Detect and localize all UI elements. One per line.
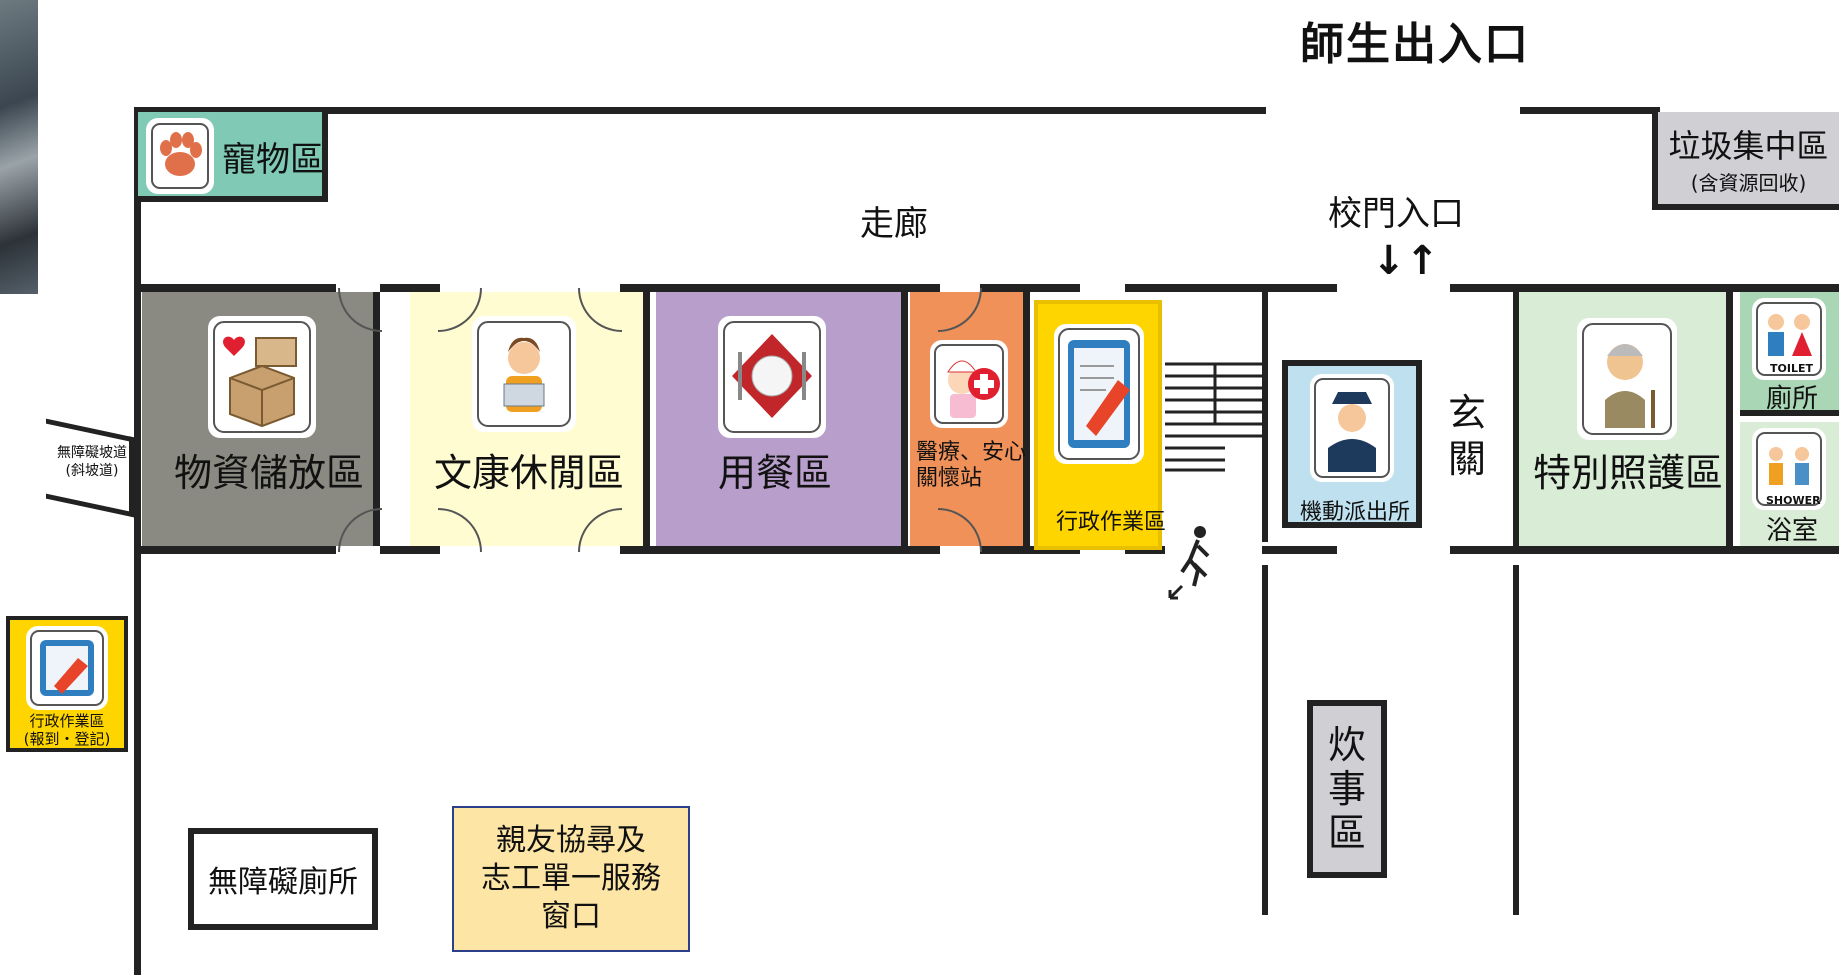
police-station[interactable]: 機動派出所 bbox=[1282, 360, 1422, 528]
leisure-area[interactable]: 文康休閒區 bbox=[410, 292, 650, 546]
entrance-hall-label: 玄 關 bbox=[1448, 391, 1487, 481]
corridor-label: 走廊 bbox=[860, 204, 928, 244]
room-row-bottom-wall-1 bbox=[136, 546, 336, 554]
dining-area[interactable]: 用餐區 bbox=[656, 292, 908, 546]
kitchen-area[interactable]: 炊 事 區 bbox=[1307, 700, 1387, 878]
room-row-top-wall-3 bbox=[620, 284, 940, 292]
room-row-bottom-wall-2 bbox=[380, 546, 440, 554]
nurse-icon bbox=[932, 342, 1006, 426]
special-care-left-wall bbox=[1513, 292, 1519, 546]
storage-area[interactable]: 物資儲放區 bbox=[142, 292, 380, 546]
room-row-bottom-wall-7 bbox=[1450, 546, 1839, 554]
outer-wall-top-left bbox=[136, 107, 1266, 114]
staff-student-entrance-title: 師生出入口 bbox=[1300, 19, 1530, 70]
garbage-area-label: 垃圾集中區 bbox=[1668, 126, 1829, 165]
legend-admin-area: 行政作業區 (報到・登記) bbox=[6, 616, 128, 752]
leisure-area-label: 文康休閒區 bbox=[434, 451, 625, 495]
room-row-bottom-wall-6 bbox=[1262, 546, 1337, 554]
service-window[interactable]: 親友協尋及 志工單一服務 窗口 bbox=[452, 806, 690, 952]
room-row-bottom-wall-3 bbox=[620, 546, 940, 554]
special-care-area[interactable]: 特別照護區 bbox=[1519, 292, 1733, 546]
admin-area-label: 行政作業區 bbox=[1056, 510, 1167, 535]
clipboard-icon bbox=[1056, 326, 1142, 462]
room-row-bottom-wall-5 bbox=[1125, 546, 1165, 554]
medical-station[interactable]: 醫療、安心 關懷站 bbox=[910, 292, 1030, 546]
accessible-toilet-label: 無障礙廁所 bbox=[208, 865, 358, 900]
plate-icon bbox=[720, 318, 824, 436]
car-photo-fragment bbox=[0, 0, 38, 294]
lobby-wall-right-lower bbox=[1513, 565, 1519, 915]
gate-arrows: ↓↑ bbox=[1372, 238, 1440, 284]
school-gate-label: 校門入口 bbox=[1328, 194, 1464, 234]
room-row-top-wall-5 bbox=[1125, 284, 1337, 292]
box-heart-icon bbox=[210, 318, 314, 436]
pet-area[interactable]: 寵物區 bbox=[138, 112, 328, 202]
outer-wall-left bbox=[134, 107, 141, 975]
dining-area-label: 用餐區 bbox=[718, 451, 833, 495]
toilet[interactable]: TOILET 廁所 bbox=[1740, 292, 1839, 416]
accessible-toilet[interactable]: 無障礙廁所 bbox=[188, 828, 378, 930]
garbage-area-sublabel: (含資源回收) bbox=[1690, 170, 1807, 195]
shower-icon bbox=[1754, 430, 1824, 508]
storage-area-label: 物資儲放區 bbox=[174, 451, 365, 495]
admin-area[interactable]: 行政作業區 bbox=[1034, 300, 1166, 550]
kitchen-label: 炊 事 區 bbox=[1327, 723, 1366, 855]
shower-icon-text: SHOWER bbox=[1766, 494, 1821, 507]
stairs-person-icon bbox=[1168, 524, 1222, 600]
elder-icon bbox=[1579, 320, 1675, 438]
room-row-top-wall-2 bbox=[380, 284, 440, 292]
shower[interactable]: SHOWER 浴室 bbox=[1740, 422, 1839, 546]
special-care-label: 特別照護區 bbox=[1533, 451, 1724, 495]
legend-admin-label: 行政作業區 (報到・登記) bbox=[23, 712, 111, 748]
lobby-wall-left-lower bbox=[1262, 565, 1268, 915]
paw-icon bbox=[148, 120, 212, 192]
pet-area-label: 寵物區 bbox=[222, 140, 324, 180]
reading-person-icon bbox=[474, 318, 574, 430]
outer-wall-top-right bbox=[1520, 107, 1660, 114]
toilet-icon-text: TOILET bbox=[1770, 362, 1813, 375]
room-row-top-wall-4 bbox=[980, 284, 1080, 292]
garbage-area[interactable]: 垃圾集中區 (含資源回收) bbox=[1652, 112, 1839, 210]
medical-station-label: 醫療、安心 關懷站 bbox=[916, 440, 1027, 491]
police-station-label: 機動派出所 bbox=[1300, 500, 1411, 525]
room-row-top-wall-1 bbox=[136, 284, 336, 292]
room-row-top-wall-6 bbox=[1450, 284, 1839, 292]
shower-label: 浴室 bbox=[1766, 516, 1819, 546]
legend-clipboard-icon bbox=[28, 628, 106, 708]
lobby-wall-left bbox=[1262, 292, 1268, 542]
toilet-label: 廁所 bbox=[1766, 384, 1819, 414]
stairs bbox=[1165, 362, 1263, 472]
police-icon bbox=[1312, 376, 1392, 480]
accessible-ramp-label: 無障礙坡道 (斜坡道) bbox=[57, 445, 127, 479]
service-window-label: 親友協尋及 志工單一服務 窗口 bbox=[481, 823, 661, 934]
toilet-icon bbox=[1754, 300, 1824, 378]
room-row-bottom-wall-4 bbox=[980, 546, 1080, 554]
